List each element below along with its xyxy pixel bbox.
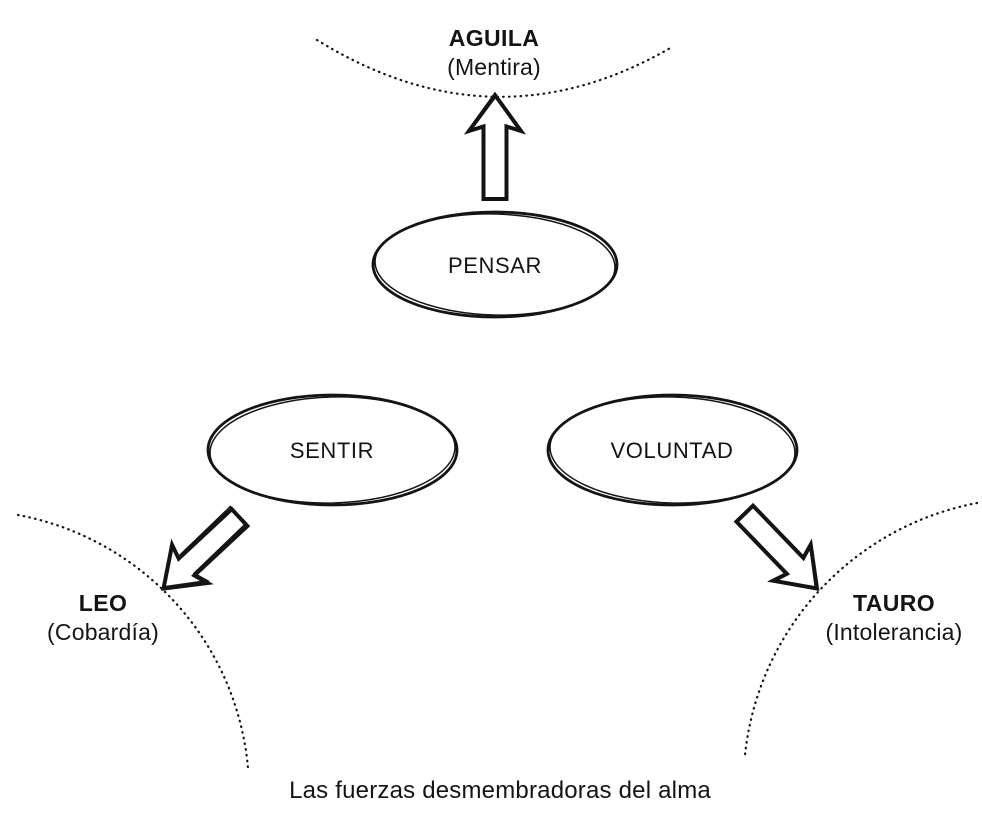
diagram-caption: Las fuerzas desmembradoras del alma <box>289 777 711 804</box>
aguila-vice: (Mentira) <box>447 53 541 80</box>
tauro-boundary-arc <box>743 501 979 757</box>
aguila-boundary-arc <box>315 38 674 98</box>
tauro-vice: (Intolerancia) <box>825 618 963 645</box>
leo-boundary-arc <box>16 513 250 770</box>
pensar-label: PENSAR <box>447 253 543 278</box>
pensar-to-aguila-arrow <box>467 93 524 202</box>
voluntad-ellipse <box>546 393 799 507</box>
tauro-name: TAURO <box>852 590 936 616</box>
leo-name: LEO <box>78 590 128 616</box>
voluntad-label: VOLUNTAD <box>610 438 734 463</box>
pensar-ellipse <box>371 210 619 319</box>
voluntad-to-tauro-arrow <box>724 493 838 609</box>
aguila-label: AGUILA (Mentira) <box>447 24 541 82</box>
sentir-label: SENTIR <box>289 438 375 463</box>
sentir-ellipse <box>206 393 459 507</box>
leo-label: LEO (Cobardía) <box>47 589 159 647</box>
tauro-label: TAURO (Intolerancia) <box>825 589 962 647</box>
leo-vice: (Cobardía) <box>47 618 159 645</box>
sentir-to-leo-arrow <box>143 495 260 610</box>
aguila-name: AGUILA <box>448 25 540 51</box>
